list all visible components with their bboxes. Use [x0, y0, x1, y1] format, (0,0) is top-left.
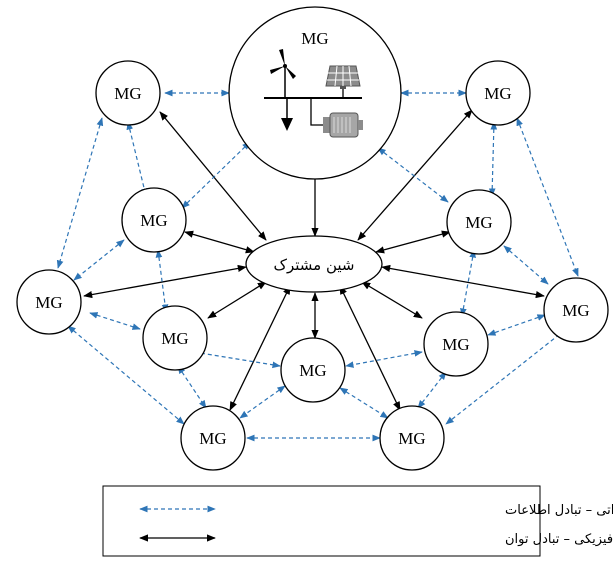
legend-physical-label: اتصال فیزیکی – تبادل توان — [505, 532, 613, 547]
mg-label: MG — [161, 329, 188, 348]
comm-tl-ml — [56, 117, 104, 269]
common-bus-label: شین مشترک — [274, 256, 355, 274]
comm-ur-main — [377, 147, 449, 203]
mg-node-ml: MG — [16, 269, 82, 335]
mg-label: MG — [562, 301, 589, 320]
legend: ارتباط مخابراتی – تبادل اطلاعات اتصال فی… — [102, 485, 613, 557]
comm-tl-ul — [126, 121, 148, 197]
common-bus: شین مشترک — [245, 235, 383, 293]
common-bus-ellipse — [245, 235, 383, 293]
link-br-bus — [339, 285, 401, 411]
comm-lr-br — [417, 371, 447, 409]
mg-label: MG — [442, 335, 469, 354]
comm-tr-ur — [488, 121, 498, 197]
main-mg-label: MG — [301, 29, 328, 48]
comm-lr-bc — [345, 350, 423, 368]
comm-ul-ml — [73, 239, 125, 281]
comm-ul-ll — [155, 249, 169, 313]
link-ll-bus — [207, 281, 267, 319]
mg-label: MG — [398, 429, 425, 448]
mg-label: MG — [114, 84, 141, 103]
mg-label: MG — [199, 429, 226, 448]
link-bl-bus — [229, 285, 291, 411]
wind-turbine-icon — [270, 49, 296, 98]
comm-mr-lr — [487, 314, 546, 336]
mg-node-ll: MG — [142, 305, 208, 371]
mg-node-lr: MG — [423, 311, 489, 377]
mg-label: MG — [299, 361, 326, 380]
motor-generator-icon — [310, 98, 363, 138]
mg-node-mr: MG — [543, 277, 609, 343]
mg-label: MG — [484, 84, 511, 103]
mg-node-ul: MG — [121, 187, 187, 253]
comm-ll-bc — [193, 349, 281, 369]
mg-node-br: MG — [379, 405, 445, 471]
comm-ml-bl — [67, 325, 185, 425]
mg-label: MG — [465, 213, 492, 232]
solar-panel-icon — [325, 65, 361, 98]
mg-label: MG — [140, 211, 167, 230]
comm-ur-mr — [503, 245, 549, 285]
legend-communication-label: ارتباط مخابراتی – تبادل اطلاعات — [505, 503, 613, 518]
comm-ul-main — [181, 141, 251, 209]
communication-links — [56, 89, 579, 442]
link-ul-bus — [184, 230, 255, 254]
load-arrow-icon — [281, 98, 293, 131]
comm-mr-br — [445, 329, 566, 425]
comm-tr-mr — [516, 117, 579, 277]
comm-ll-bl — [177, 365, 207, 409]
mg-node-bl: MG — [180, 405, 246, 471]
mg-label: MG — [35, 293, 62, 312]
link-mr-bus — [381, 264, 545, 299]
mg-node-tr: MG — [465, 60, 531, 126]
main-microgrid: MG — [228, 6, 402, 180]
comm-bc-br — [339, 387, 389, 419]
comm-bc-bl — [239, 385, 286, 419]
mg-node-bc: MG — [280, 337, 346, 403]
legend-box — [102, 485, 541, 557]
mg-node-ur: MG — [446, 189, 512, 255]
link-lr-bus — [361, 281, 423, 319]
mg-node-tl: MG — [95, 60, 161, 126]
link-ml-bus — [83, 264, 247, 299]
link-ur-bus — [375, 230, 451, 254]
comm-ml-ll — [89, 312, 141, 330]
